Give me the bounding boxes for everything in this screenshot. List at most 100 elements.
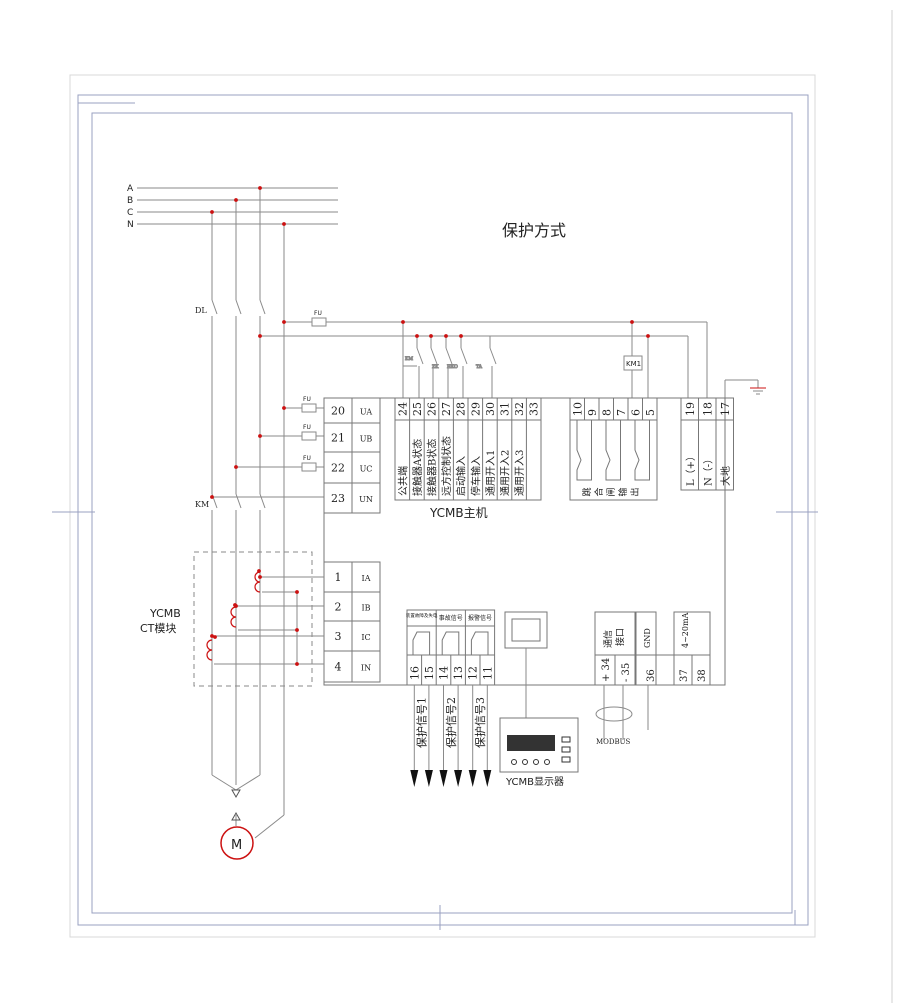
junction-node — [646, 334, 650, 338]
modbus-label: MODBUS — [596, 738, 631, 746]
breaker-label-dl: DL — [195, 306, 207, 315]
motor-label: M — [231, 838, 242, 853]
analog-header: 4~20mA — [681, 612, 690, 648]
km1-coil-label: KM1 — [626, 360, 641, 368]
input-terminal-name: 远方控制状态 — [440, 436, 453, 496]
power-terminal-name: L（+） — [685, 451, 697, 486]
display-unit — [499, 611, 579, 773]
input-terminal-number: 28 — [455, 402, 468, 416]
junction-node — [282, 222, 286, 226]
phase-conductors — [211, 188, 285, 839]
comm-terminal-number: 36 — [646, 669, 657, 682]
junction-node — [258, 575, 262, 579]
junction-node — [295, 590, 299, 594]
output-arrow-icon — [468, 770, 477, 787]
contact-label: TA — [476, 364, 483, 370]
current-terminal-name: IC — [361, 633, 370, 642]
power-terminal-number: 19 — [684, 402, 697, 416]
host-unit-box — [323, 397, 726, 686]
junction-node — [210, 495, 214, 499]
input-terminal-number: 26 — [426, 402, 439, 416]
signal-terminal-number: 13 — [452, 666, 465, 680]
phase-label-n: N — [127, 220, 134, 230]
input-terminal-name: 通用开入3 — [514, 450, 526, 496]
junction-node — [282, 406, 286, 410]
junction-node — [295, 628, 299, 632]
motor-arrow-up-icon — [231, 811, 241, 821]
voltage-terminal-name: UB — [360, 435, 373, 444]
ct-coils — [206, 571, 261, 661]
junction-node — [282, 320, 286, 324]
voltage-terminal-name: UA — [360, 408, 372, 417]
modbus-cable — [595, 685, 649, 740]
input-terminal-number: 29 — [469, 402, 482, 416]
ct-module-label-line1: YCMB — [149, 607, 181, 620]
control-supply-wires — [260, 317, 766, 398]
output-terminal-number: 10 — [571, 402, 584, 416]
input-terminal-name: 启动输入 — [455, 456, 468, 496]
output-terminal-number: 8 — [600, 409, 613, 416]
junction-node — [258, 434, 262, 438]
current-terminal-number: 3 — [335, 630, 342, 643]
phase-label-b: B — [127, 196, 133, 206]
input-terminal-name: 接触器B状态 — [426, 439, 439, 496]
comm-terminal-number: - 35 — [621, 663, 632, 682]
output-terminal-name: 合 — [593, 487, 605, 496]
comm-terminal-number: 38 — [697, 669, 708, 682]
power-terminal-block: 19 18 17L（+） N（-） 大地 — [680, 397, 734, 491]
output-terminal-name: 跳 — [581, 487, 593, 496]
signal-terminal-number: 14 — [438, 666, 451, 680]
input-terminal-number: 33 — [528, 402, 541, 416]
current-terminal-name: IB — [361, 604, 370, 613]
junction-node — [258, 334, 262, 338]
gnd-header: GND — [643, 628, 652, 648]
input-terminal-name: 通用开入2 — [500, 450, 512, 496]
host-unit-label: YCMB主机 — [429, 506, 488, 520]
power-terminal-name: 大地 — [719, 466, 732, 486]
junction-node — [401, 320, 405, 324]
power-terminal-number: 18 — [701, 402, 714, 416]
power-terminal-name: N（-） — [702, 454, 714, 486]
junction-nodes — [210, 186, 650, 666]
output-terminal-name: 出 — [629, 487, 641, 496]
voltage-terminal-number: 23 — [331, 492, 345, 505]
contact-label: HKO — [447, 364, 458, 370]
signal-header: 装置故障及失电 — [406, 612, 438, 619]
phase-label-c: C — [127, 208, 133, 218]
contactor-label-km: KM — [195, 500, 209, 509]
signal-terminal-number: 15 — [423, 666, 436, 680]
signal-header: 报警信号 — [468, 614, 492, 622]
power-terminal-number: 17 — [719, 402, 732, 416]
voltage-terminal-number: 22 — [331, 462, 345, 475]
contact-label: KM — [405, 356, 413, 362]
junction-node — [234, 465, 238, 469]
signal-terminal-number: 12 — [467, 666, 480, 680]
junction-node — [258, 186, 262, 190]
junction-node — [213, 635, 217, 639]
input-terminal-name: 停车输入 — [469, 456, 482, 496]
junction-node — [234, 198, 238, 202]
bus-bars — [137, 187, 338, 225]
junction-node — [210, 210, 214, 214]
input-contacts: KM ZK HKO TA — [403, 347, 497, 398]
signal-header: 事故信号 — [439, 614, 463, 622]
junction-node — [257, 569, 261, 573]
junction-node — [233, 603, 237, 607]
contact-label: ZK — [432, 364, 439, 370]
junction-node — [295, 662, 299, 666]
voltage-terminal-number: 21 — [331, 432, 345, 445]
output-terminal-number: 6 — [629, 409, 642, 416]
comm-terminal-number: 37 — [679, 669, 690, 682]
junction-node — [444, 334, 448, 338]
output-arrow-icon — [410, 770, 419, 787]
current-terminal-number: 2 — [335, 601, 342, 614]
fuse-label-control: FU — [314, 310, 322, 317]
input-terminal-number: 30 — [484, 402, 497, 416]
